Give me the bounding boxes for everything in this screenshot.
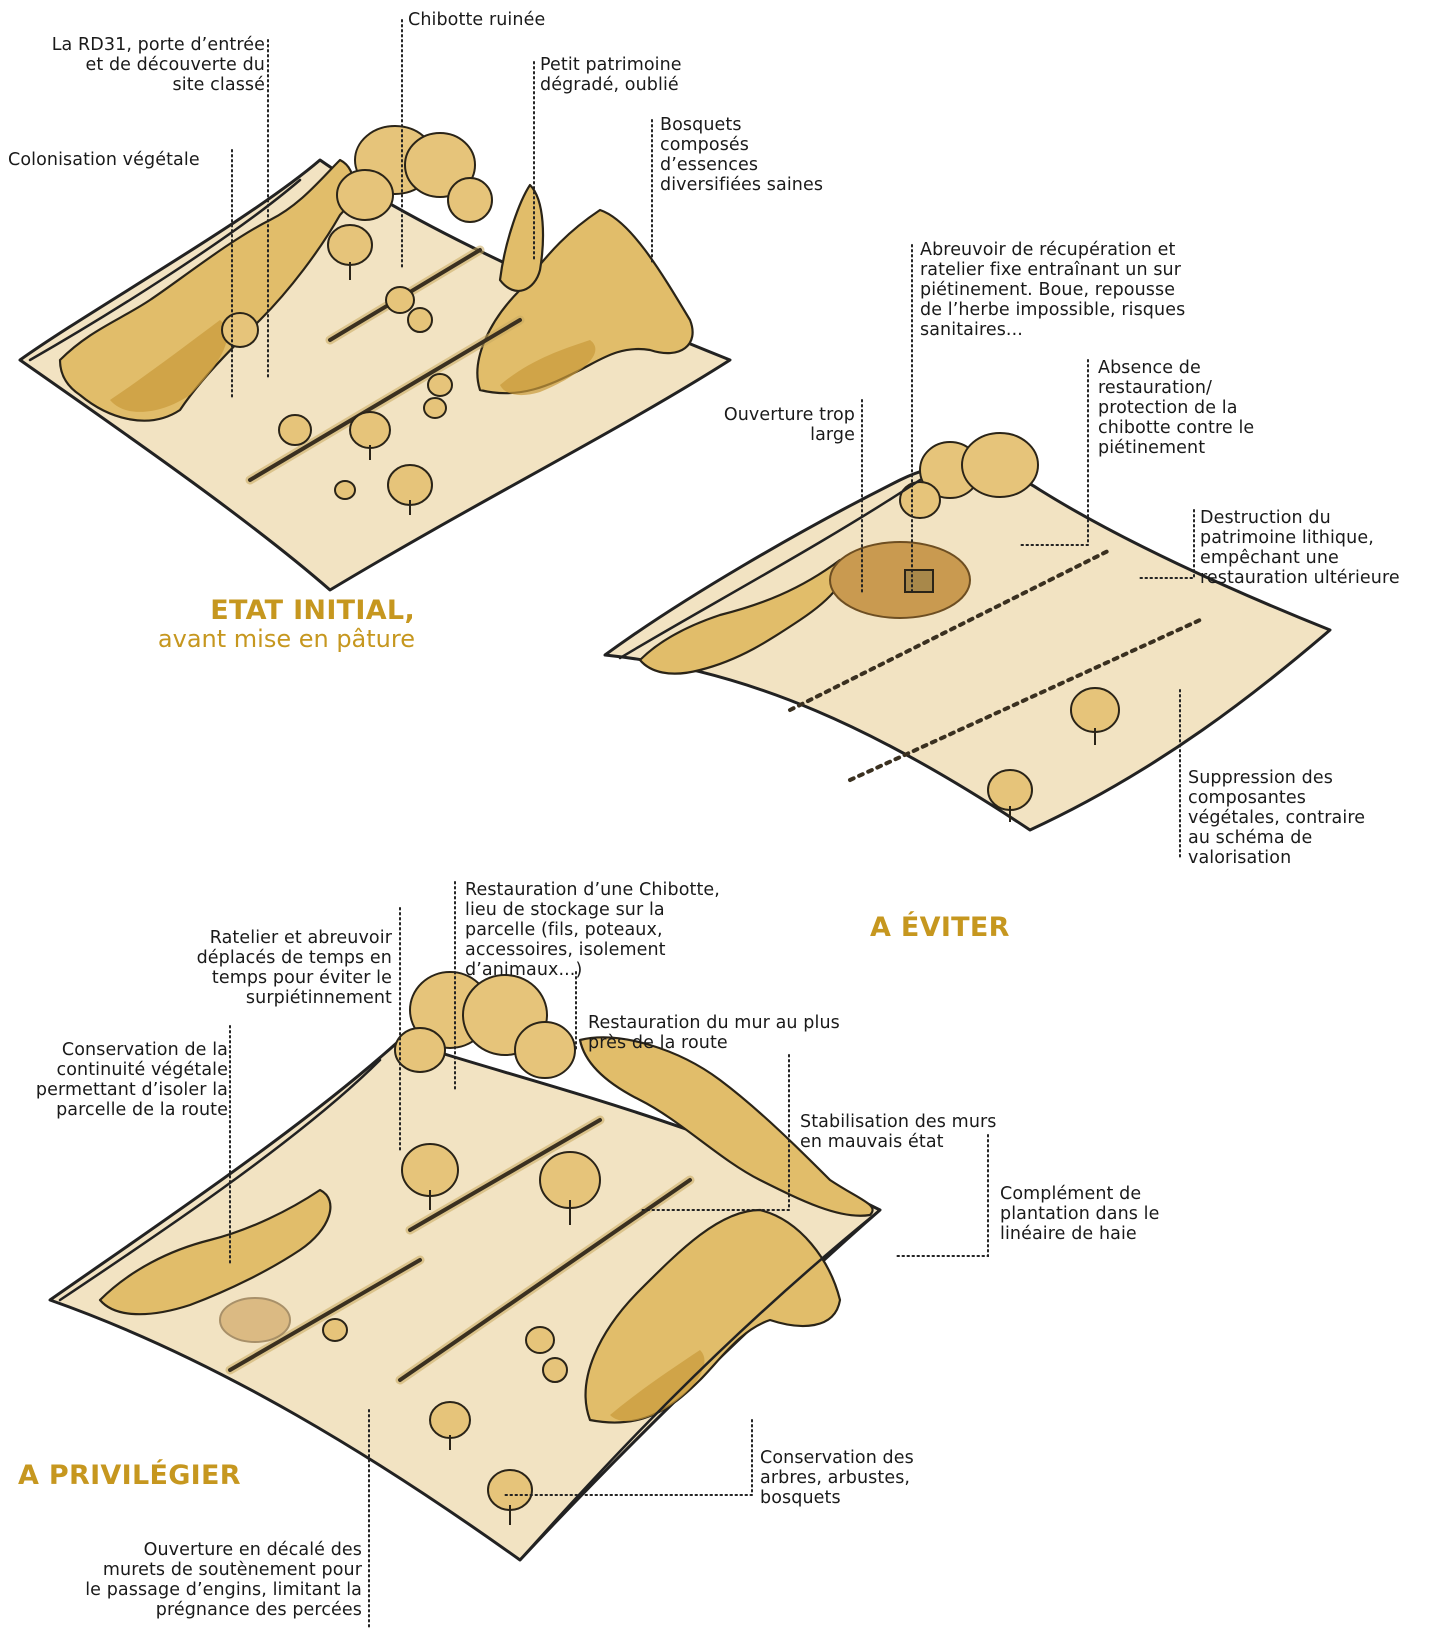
label-bosquets: Bosquets composés d’essences diversifiée… <box>660 115 823 195</box>
label-conservation-arbres: Conservation des arbres, arbustes, bosqu… <box>760 1448 914 1508</box>
tree-cluster-back-prefer <box>395 972 575 1078</box>
label-restauration-chibotte: Restauration d’une Chibotte, lieu de sto… <box>465 880 720 980</box>
label-conservation-continuite: Conservation de la continuité végétale p… <box>36 1040 228 1120</box>
panel-initial-illustration <box>20 126 730 590</box>
mud-area-avoid <box>830 542 970 618</box>
label-destruction-patrimoine: Destruction du patrimoine lithique, empê… <box>1200 508 1400 588</box>
label-absence-restauration: Absence de restauration/ protection de l… <box>1098 358 1254 458</box>
label-ouverture-decale: Ouverture en décalé des murets de soutèn… <box>85 1540 362 1620</box>
label-abreuvoir-recuperation: Abreuvoir de récupération et ratelier fi… <box>920 240 1185 340</box>
label-chibotte-ruinee: Chibotte ruinée <box>408 10 545 30</box>
label-colonisation: Colonisation végétale <box>8 150 200 170</box>
label-restauration-mur: Restauration du mur au plus près de la r… <box>588 1013 840 1053</box>
hedge-mid-initial <box>500 185 543 291</box>
subtitle-etat-initial: avant mise en pâture <box>158 625 415 653</box>
title-etat-initial: ETAT INITIAL, <box>210 595 415 626</box>
label-ouverture-trop-large: Ouverture trop large <box>724 405 855 445</box>
label-rd31: La RD31, porte d’entrée et de découverte… <box>52 35 265 95</box>
label-suppression-vegetale: Suppression des composantes végétales, c… <box>1188 768 1365 868</box>
label-petit-patrimoine: Petit patrimoine dégradé, oublié <box>540 55 682 95</box>
title-a-privilegier: A PRIVILÉGIER <box>18 1460 241 1491</box>
label-complement-plantation: Complément de plantation dans le linéair… <box>1000 1184 1160 1244</box>
label-stabilisation-murs: Stabilisation des murs en mauvais état <box>800 1112 997 1152</box>
title-a-eviter: A ÉVITER <box>870 912 1010 943</box>
label-ratelier-abreuvoir: Ratelier et abreuvoir déplacés de temps … <box>197 928 392 1008</box>
trampled-area-prefer <box>220 1298 290 1342</box>
tree-cluster-back-initial <box>337 126 492 222</box>
